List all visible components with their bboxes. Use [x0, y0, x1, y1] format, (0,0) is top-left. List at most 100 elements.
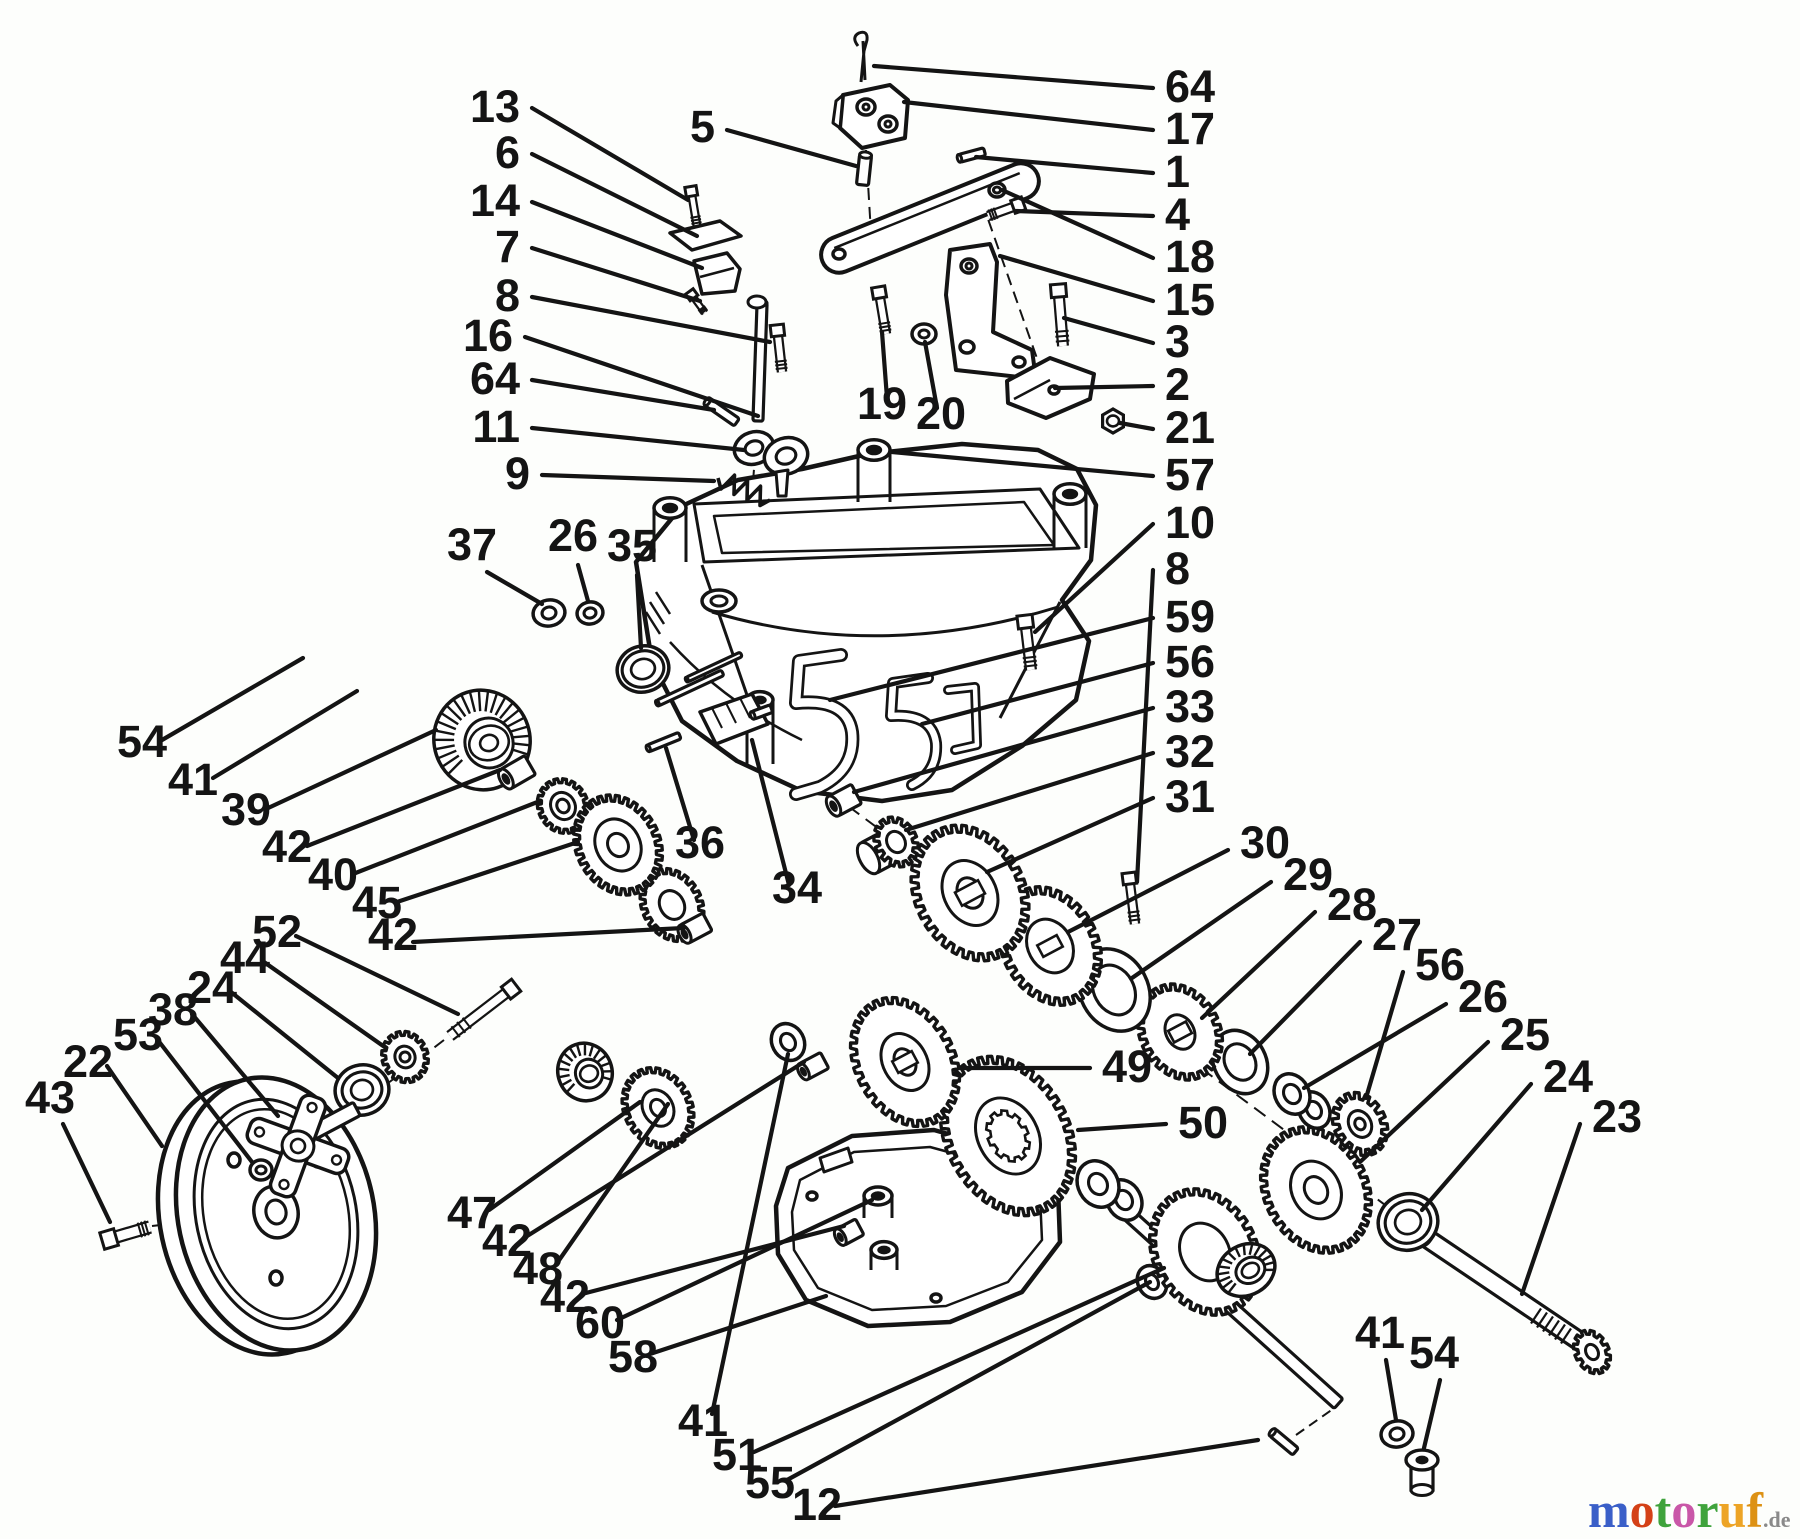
fork-bracket: [943, 682, 982, 755]
shaft-23-spline: [1530, 1307, 1572, 1345]
callout-48: 48: [513, 1243, 563, 1294]
leader-26: [1301, 1001, 1449, 1091]
leader-15: [997, 253, 1156, 304]
leader-7: [529, 245, 703, 304]
leader-21: [1117, 420, 1156, 432]
callout-64: 64: [470, 353, 520, 404]
callout-30: 30: [1240, 817, 1290, 868]
callout-39: 39: [221, 784, 271, 835]
callout-27: 27: [1372, 909, 1422, 960]
callout-9: 9: [505, 448, 530, 499]
case-tower-mid: [856, 438, 892, 502]
leader-16: [522, 334, 761, 419]
callout-18: 18: [1165, 231, 1215, 282]
case-hatch-2: [648, 601, 666, 625]
leader-50: [1075, 1121, 1169, 1133]
bolt-19: [869, 284, 892, 335]
bevel-pinion-47: [556, 1041, 614, 1103]
callout-42: 42: [262, 821, 312, 872]
leader-25: [1357, 1039, 1491, 1165]
leader-44: [261, 959, 389, 1051]
callout-23: 23: [1592, 1091, 1642, 1142]
leader-58: [647, 1293, 829, 1357]
leader-8: [1134, 567, 1156, 885]
callout-20: 20: [916, 388, 966, 439]
leader-53: [154, 1036, 255, 1165]
case-rib-left: [700, 564, 750, 699]
leader-10: [1032, 521, 1156, 635]
pinion-56: [1330, 1090, 1390, 1158]
detent-rod-a: [653, 669, 725, 708]
washer-26-a: [1272, 1072, 1312, 1116]
gear-51-crown: [1215, 1241, 1277, 1299]
callout-49: 49: [1102, 1041, 1152, 1092]
case-rib-arc: [711, 605, 1059, 638]
callout-10: 10: [1165, 497, 1215, 548]
callout-40: 40: [308, 849, 358, 900]
case-hatch-3: [644, 611, 662, 635]
callout-41: 41: [1355, 1307, 1405, 1358]
bolt-8-left: [768, 322, 788, 373]
leader-2: [1052, 383, 1156, 391]
gear-45: [571, 793, 665, 897]
leader-32: [903, 750, 1156, 833]
leader-64: [871, 63, 1156, 91]
cover-tab-a: [818, 1146, 854, 1174]
axis-bracket: [981, 201, 1047, 385]
callout-42: 42: [368, 909, 418, 960]
pin-1: [955, 146, 987, 164]
leader-18: [999, 187, 1156, 261]
plate-6: [668, 219, 743, 252]
leader-11: [529, 425, 747, 453]
handle-end-hole: [831, 247, 847, 261]
pinion-44: [379, 1029, 431, 1085]
bushing-42-left: [676, 912, 714, 945]
shift-rod-16: [751, 298, 769, 423]
watermark-text[interactable]: motoruf.de: [1588, 1482, 1791, 1538]
leader-24: [1419, 1081, 1534, 1213]
callout-8: 8: [1165, 543, 1190, 594]
leader-17: [901, 99, 1156, 133]
callout-57: 57: [1165, 449, 1215, 500]
callout-36: 36: [675, 817, 725, 868]
leader-22: [104, 1063, 165, 1149]
callout-41: 41: [678, 1395, 728, 1446]
gear-25: [1258, 1125, 1374, 1255]
pulley-hole-b: [226, 1151, 242, 1169]
leader-23: [1519, 1121, 1583, 1297]
leader-1: [973, 154, 1156, 176]
bushing-42-upper: [496, 754, 537, 791]
shift-knob-17: [838, 83, 910, 150]
bolt-4: [986, 195, 1028, 222]
leader-27: [1247, 939, 1363, 1057]
hub-bolt-52: [446, 977, 523, 1041]
callout-56: 56: [1415, 939, 1465, 990]
cover-inner: [790, 1145, 1044, 1312]
callout-2: 2: [1165, 359, 1190, 410]
leader-31: [984, 795, 1156, 875]
callout-60: 60: [575, 1297, 625, 1348]
leader-43: [60, 1121, 113, 1225]
callout-29: 29: [1283, 849, 1333, 900]
callout-52: 52: [252, 906, 302, 957]
leader-41: [1383, 1357, 1399, 1423]
leader-40: [350, 798, 543, 877]
rod-16-head: [746, 294, 768, 310]
callout-41: 41: [168, 754, 218, 805]
leader-28: [1199, 909, 1318, 1021]
callout-5: 5: [690, 101, 715, 152]
detent-rod-b: [683, 651, 744, 684]
leader-47: [486, 1099, 643, 1213]
leader-56: [919, 660, 1156, 727]
case-tower-left: [652, 496, 688, 562]
pulley-bolt-43: [97, 1220, 152, 1252]
leader-35: [634, 572, 644, 651]
callout-3: 3: [1165, 316, 1190, 367]
bracket-hole-bot: [958, 339, 976, 355]
oil-plug: [700, 588, 738, 614]
callout-59: 59: [1165, 591, 1215, 642]
pin-5: [855, 150, 874, 187]
callout-4: 4: [1165, 189, 1190, 240]
key-12-axis: [1295, 1408, 1334, 1436]
block-hatch-3: [739, 697, 751, 719]
